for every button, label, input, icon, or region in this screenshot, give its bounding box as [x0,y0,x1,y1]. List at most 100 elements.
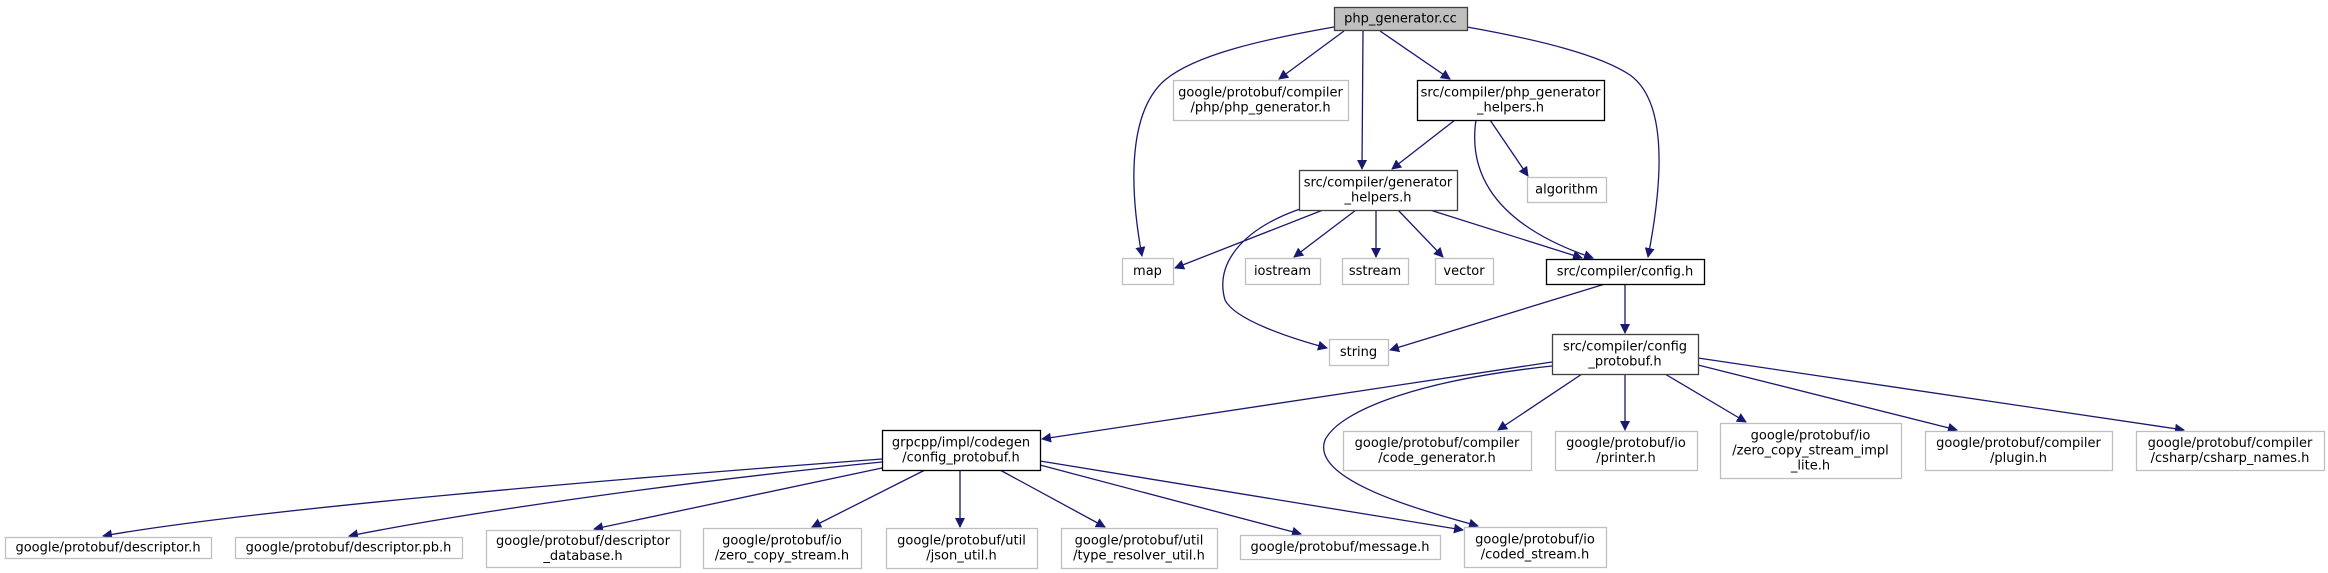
edge-config-protobuf-h-to-grpc-config-protobuf-h [1041,361,1553,443]
node-box [1526,176,1608,204]
node-label: src/compiler/generator [1304,176,1453,191]
node-root[interactable]: php_generator.cc [1333,6,1469,32]
node-coded-stream-h: google/protobuf/io/coded_stream.h [1463,526,1608,569]
node-generator-helpers-h[interactable]: src/compiler/generator_helpers.h [1298,169,1459,212]
node-box [885,527,1039,570]
edge-root-to-config-h [1466,26,1660,258]
node-box [4,536,213,560]
node-box [1924,430,2114,472]
node-label: grpcpp/impl/codegen [892,436,1030,451]
edge-php-generator-helpers-h-to-algorithm [1489,119,1529,177]
edge-grpc-config-protobuf-h-to-zero-copy-stream-h [811,469,926,528]
edge-root-to-map [1133,26,1335,257]
node-label: google/protobuf/descriptor [496,534,671,549]
edge-grpc-config-protobuf-h-to-message-h [1039,464,1302,537]
node-label: google/protobuf/compiler [1178,86,1343,101]
node-sstream: sstream [1341,257,1410,286]
node-box [1341,257,1410,286]
node-grpc-config-protobuf-h[interactable]: grpcpp/impl/codegen/config_protobuf.h [881,429,1042,472]
node-box [1554,430,1699,472]
edge-generator-helpers-h-to-iostream [1293,209,1357,258]
node-string: string [1328,338,1390,367]
node-label: /php/php_generator.h [1190,101,1330,116]
node-map: map [1121,257,1175,286]
edges-layer [102,26,2185,540]
node-box [2135,430,2326,472]
node-box [1121,257,1175,286]
node-box [1434,257,1495,286]
nodes-layer: php_generator.cc google/protobuf/compiler… [4,6,2326,570]
node-label: src/compiler/config [1563,340,1687,355]
node-vector: vector [1434,257,1495,286]
node-label: /plugin.h [1990,451,2047,466]
node-php-generator-helpers-h[interactable]: src/compiler/php_generator_helpers.h [1416,79,1606,122]
node-config-protobuf-h[interactable]: src/compiler/config_protobuf.h [1551,333,1700,376]
node-label: _database.h [542,549,622,564]
edge-root-to-generator-helpers-h [1357,30,1368,170]
node-label: google/protobuf/compiler [2148,436,2313,451]
edge-php-generator-helpers-h-to-config-h [1474,119,1594,260]
node-label: algorithm [1535,183,1598,198]
node-box [1333,6,1469,32]
node-descriptor-database-h: google/protobuf/descriptor_database.h [485,529,682,569]
node-code-generator-h: google/protobuf/compiler/code_generator.… [1342,430,1533,472]
node-label: /type_resolver_util.h [1073,549,1205,564]
node-box [1328,338,1390,367]
node-box [702,527,863,570]
node-label: google/protobuf/util [1075,534,1204,549]
node-label: _helpers.h [1343,191,1411,206]
node-label: sstream [1349,264,1401,279]
node-label: _lite.h [1790,459,1830,474]
edge-grpc-config-protobuf-h-to-coded-stream-h [1039,460,1464,534]
node-message-h: google/protobuf/message.h [1239,534,1442,561]
node-box [1298,169,1459,212]
node-label: iostream [1254,264,1311,279]
node-label: map [1133,264,1162,279]
edge-grpc-config-protobuf-h-to-type-resolver-util-h [999,469,1106,528]
node-plugin-h: google/protobuf/compiler/plugin.h [1924,430,2114,472]
edge-config-protobuf-h-to-csharp-names-h [1697,357,2185,434]
node-label: string [1340,345,1377,360]
node-label: google/protobuf/io [722,534,842,549]
node-label: /code_generator.h [1378,451,1496,466]
edge-grpc-config-protobuf-h-to-descriptor-database-h [593,467,883,533]
node-label: google/protobuf/descriptor.h [15,541,200,556]
node-csharp-names-h: google/protobuf/compiler/csharp/csharp_n… [2135,430,2326,472]
node-label: /config_protobuf.h [902,451,1019,466]
node-box [1551,333,1700,376]
node-label: google/protobuf/compiler [1355,436,1520,451]
node-label: google/protobuf/io [1475,533,1595,548]
node-iostream: iostream [1244,257,1322,286]
node-box [485,529,682,569]
edge-generator-helpers-h-to-vector [1397,209,1444,258]
node-label: google/protobuf/message.h [1251,540,1430,555]
node-printer-h: google/protobuf/io/printer.h [1554,430,1699,472]
node-label: _helpers.h [1476,101,1544,116]
node-zero-copy-stream-h: google/protobuf/io/zero_copy_stream.h [702,527,863,570]
node-label: /csharp/csharp_names.h [2151,451,2310,466]
edge-grpc-config-protobuf-h-to-descriptor-h [102,458,883,540]
node-label: src/compiler/php_generator [1421,86,1601,101]
node-algorithm: algorithm [1526,176,1608,204]
node-box [1060,527,1219,570]
node-box [1545,258,1706,286]
node-box [1244,257,1322,286]
edge-generator-helpers-h-to-config-h [1429,209,1583,261]
node-label: google/protobuf/descriptor.pb.h [246,541,452,556]
node-box [234,536,464,560]
edge-generator-helpers-h-to-map [1174,209,1324,270]
node-label: /json_util.h [926,549,996,564]
node-json-util-h: google/protobuf/util/json_util.h [885,527,1039,570]
edge-config-protobuf-h-to-plugin-h [1697,364,1958,433]
node-label: /zero_copy_stream.h [715,549,849,564]
node-label: google/protobuf/io [1751,429,1871,444]
node-box [1416,79,1606,122]
node-box [1719,422,1903,480]
node-label: vector [1443,264,1485,279]
node-zero-copy-stream-impl-lite-h: google/protobuf/io/zero_copy_stream_impl… [1719,422,1903,480]
node-box [1172,79,1350,122]
node-config-h[interactable]: src/compiler/config.h [1545,258,1706,286]
node-php-generator-h: google/protobuf/compiler/php/php_generat… [1172,79,1350,122]
edge-config-h-to-string [1389,283,1606,353]
